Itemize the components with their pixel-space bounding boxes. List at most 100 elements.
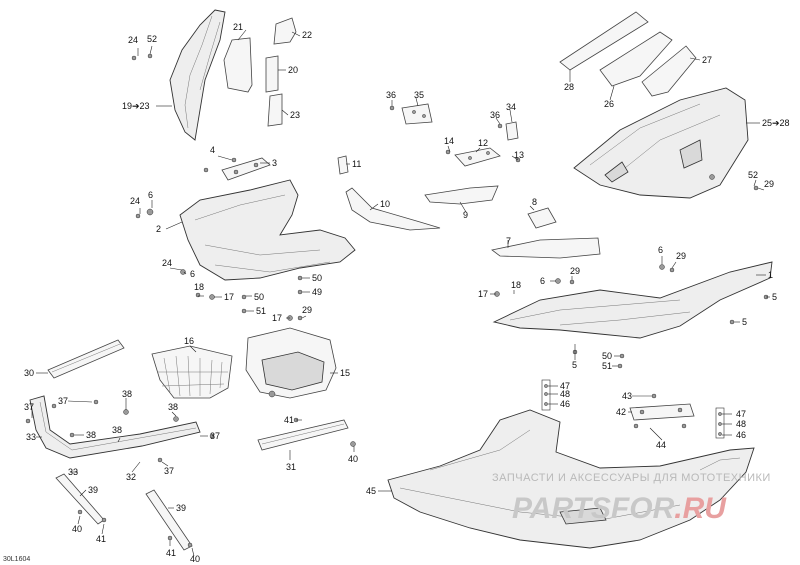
callout-14: 14 [444,136,454,146]
callout-29b: 29 [676,251,686,261]
leader-lines [31,29,770,557]
callout-52: 52 [147,34,157,44]
callout-18: 18 [194,282,204,292]
callout-36: 36 [386,90,396,100]
part-front-pan-2 [179,179,356,281]
callout-5a: 5 [772,292,777,302]
callout-24b: 24 [130,196,140,206]
callout-4: 4 [210,145,215,155]
callout-45: 45 [366,486,376,496]
callout-40b: 40 [72,524,82,534]
callout-15: 15 [340,368,350,378]
callout-27: 27 [702,55,712,65]
part-side-panel-19-23 [169,9,226,141]
callout-50c: 50 [602,351,612,361]
watermark-text: ЗАПЧАСТИ И АКСЕССУАРЫ ДЛЯ МОТОТЕХНИКИ [492,472,771,484]
part-bracket-39b [145,489,193,551]
callout-37c: 37 [210,431,220,441]
callout-50: 50 [312,273,322,283]
callout-47b: 47 [736,409,746,419]
part-bracket-3 [221,157,271,181]
hardware-kit-box-a [541,379,551,411]
part-panel-28 [559,11,649,71]
callout-6: 6 [148,190,153,200]
callout-5b: 5 [742,317,747,327]
callout-37b: 37 [24,402,34,412]
callout-50b: 50 [254,292,264,302]
part-bracket-8 [527,207,557,229]
part-panel-26 [599,31,673,87]
callout-52b: 52 [748,170,758,180]
callout-41: 41 [284,415,294,425]
part-bumper-32 [29,395,201,459]
callout-21: 21 [233,22,243,32]
callout-18b: 18 [511,280,521,290]
part-bracket-35 [401,103,433,125]
part-panel-21 [223,37,253,93]
callout-17: 17 [224,292,234,302]
callout-51: 51 [256,306,266,316]
callout-46b: 46 [736,430,746,440]
callout-46: 46 [560,399,570,409]
callout-32: 32 [126,472,136,482]
callout-49: 49 [312,287,322,297]
hardware-kit-box-b [715,407,725,439]
callout-38d: 38 [112,425,122,435]
fastener-markers [25,53,769,548]
callout-35: 35 [414,90,424,100]
callout-10: 10 [380,199,390,209]
callout-29: 29 [764,179,774,189]
part-trim-10 [345,187,441,231]
watermark-logo: PARTSFOR.RU [512,492,727,525]
callout-31: 31 [286,462,296,472]
callout-39b: 39 [176,503,186,513]
part-rail-31 [257,419,349,451]
part-grille-16 [151,345,233,399]
callout-41c: 41 [166,548,176,558]
callout-48: 48 [560,389,570,399]
part-panel-23 [267,93,283,127]
watermark-logo-main: PARTSFOR [512,492,675,525]
part-bracket-12 [454,147,501,167]
callout-11: 11 [352,159,361,169]
part-clip-11 [337,155,349,175]
part-bracket-42 [629,403,695,421]
callout-17b: 17 [478,289,488,299]
callout-25-28: 25➔28 [762,118,790,128]
callout-labels: 24 52 21 22 20 19➔23 23 4 3 11 10 9 36 3… [24,22,790,564]
callout-37d: 37 [164,466,174,476]
callout-6d: 6 [540,276,545,286]
part-panel-27 [641,45,697,97]
part-bracket-34 [505,121,519,141]
callout-3: 3 [272,158,277,168]
callout-6b: 6 [190,269,195,279]
part-panel-22 [273,17,297,45]
callout-2: 2 [156,224,161,234]
callout-33: 33 [26,432,36,442]
callout-44: 44 [656,440,666,450]
callout-37: 37 [58,396,68,406]
callout-29c: 29 [570,266,580,276]
callout-23: 23 [290,110,300,120]
callout-38c: 38 [86,430,96,440]
part-footrest-pan-1 [492,261,773,339]
callout-29d: 29 [302,305,312,315]
callout-1: 1 [768,270,773,280]
callout-33b: 33 [68,467,78,477]
part-trim-9 [424,185,499,205]
callout-8: 8 [532,197,537,207]
callout-28: 28 [564,82,574,92]
part-panel-20 [265,55,279,93]
part-side-fairing-25-28 [573,87,749,199]
callout-19-23: 19➔23 [122,101,150,111]
part-trim-7 [491,237,601,259]
callout-40c: 40 [190,554,200,564]
callout-20: 20 [288,65,298,75]
callout-41b: 41 [96,534,106,544]
part-belly-pan-45 [387,409,755,549]
callout-13: 13 [514,150,524,160]
callout-36b: 36 [490,110,500,120]
part-rail-30 [47,339,125,379]
callout-51b: 51 [602,361,612,371]
